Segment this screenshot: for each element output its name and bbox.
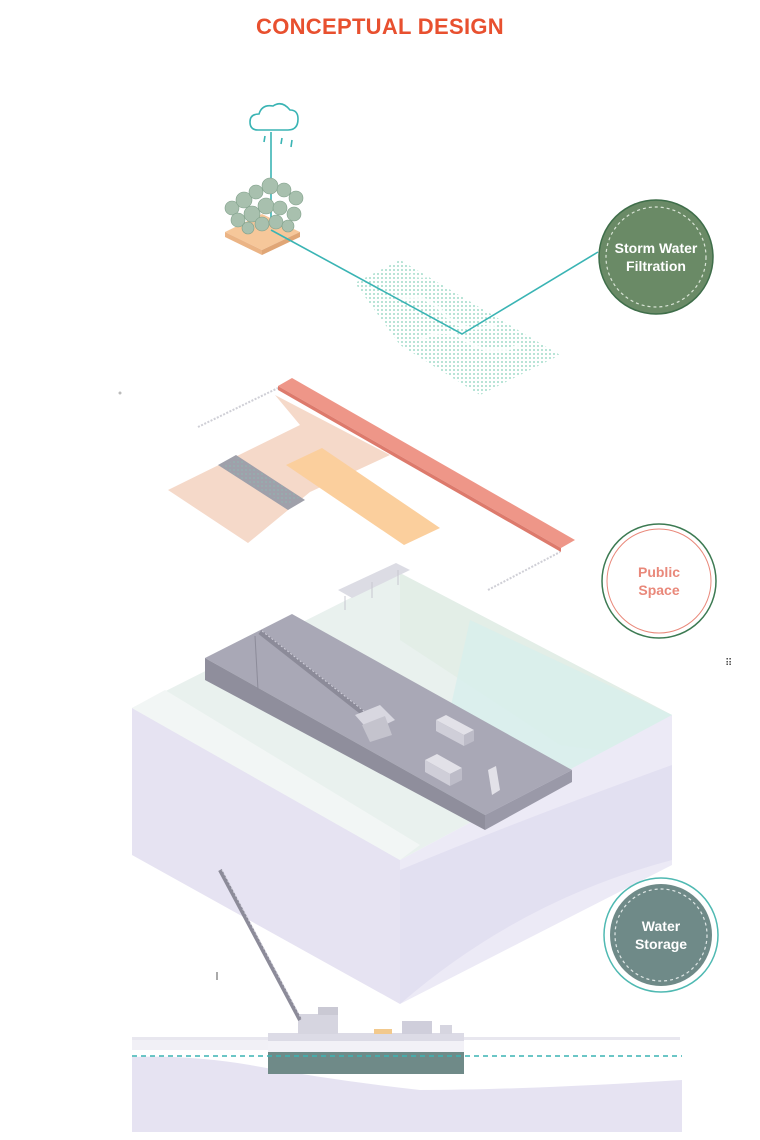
promenade <box>278 378 575 548</box>
water-storage-badge <box>603 877 719 993</box>
page-title: CONCEPTUAL DESIGN <box>256 14 504 39</box>
public-space-layer <box>118 378 575 591</box>
trees <box>224 177 304 235</box>
public-space-label-line1: Public <box>637 564 680 580</box>
storm-water-badge <box>598 199 714 315</box>
deck <box>286 448 440 545</box>
plaza <box>168 395 390 543</box>
public-space-badge <box>601 523 717 639</box>
barge <box>205 614 572 830</box>
rain-cloud-icon <box>249 102 299 148</box>
section-view <box>132 869 682 1132</box>
storm-water-layer <box>224 102 599 395</box>
public-space-label-line2: Space <box>638 582 680 598</box>
storm-flow-line <box>270 229 599 335</box>
site-block <box>132 573 672 1004</box>
storm-water-label-line1: Storm Water <box>614 240 698 256</box>
storm-water-label-line2: Filtration <box>626 258 686 274</box>
filtration-pad <box>355 260 560 395</box>
canopy <box>338 563 410 610</box>
svg-text:⠿: ⠿ <box>725 658 732 669</box>
water-storage-label-line2: Storage <box>634 936 688 952</box>
storage-tank <box>268 1052 464 1074</box>
water-storage-label-line1: Water <box>641 918 681 934</box>
